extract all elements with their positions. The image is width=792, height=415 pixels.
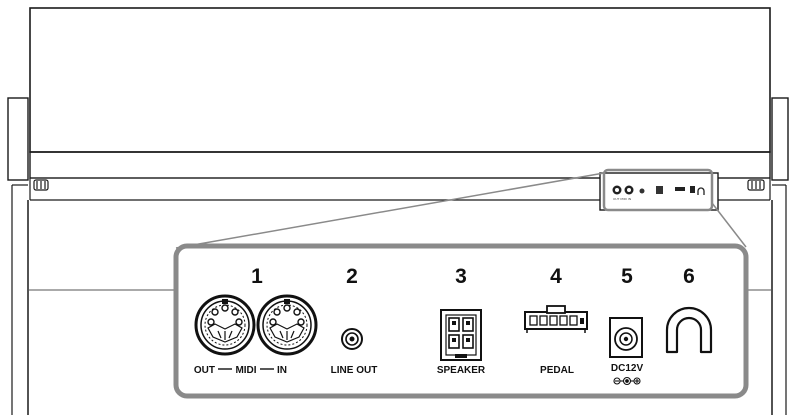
dc12v-label: DC12V [611,363,644,374]
midi-din-out-icon [194,294,256,356]
lid-ledge [29,151,771,179]
midi-in-label: IN [277,365,287,376]
right-side-panel [771,97,789,181]
jack-panel-small: OUT MIDI IN [599,172,719,211]
cable-hook-icon [665,306,713,354]
connector-2-number: 2 [346,265,358,288]
midi-label: MIDI [235,365,256,376]
svg-text:OUT MIDI IN: OUT MIDI IN [613,197,631,201]
right-screw-icon [747,179,765,191]
callout-line-right [711,202,747,248]
connector-6-number: 6 [683,265,695,288]
dc-polarity-icon [613,376,641,386]
pedal-label: PEDAL [540,365,574,376]
connector-1-number: 1 [251,265,263,288]
line-out-jack-icon [341,328,363,350]
speaker-label: SPEAKER [437,365,486,376]
midi-out-label: OUT [194,365,215,376]
dc-jack-icon [609,317,643,358]
callout-line-left [175,172,605,249]
connector-3-number: 3 [455,265,467,288]
top-lid [29,7,771,153]
connector-5-number: 5 [621,265,633,288]
connector-4-number: 4 [550,265,562,288]
callout-source-box [602,168,714,212]
left-screw-icon [33,179,49,191]
speaker-connector-icon [440,309,482,361]
midi-din-in-icon [256,294,318,356]
line-out-label: LINE OUT [331,365,378,376]
pedal-connector-icon [524,305,588,333]
callout-detail: 1 [173,243,749,399]
left-side-panel [7,97,29,181]
